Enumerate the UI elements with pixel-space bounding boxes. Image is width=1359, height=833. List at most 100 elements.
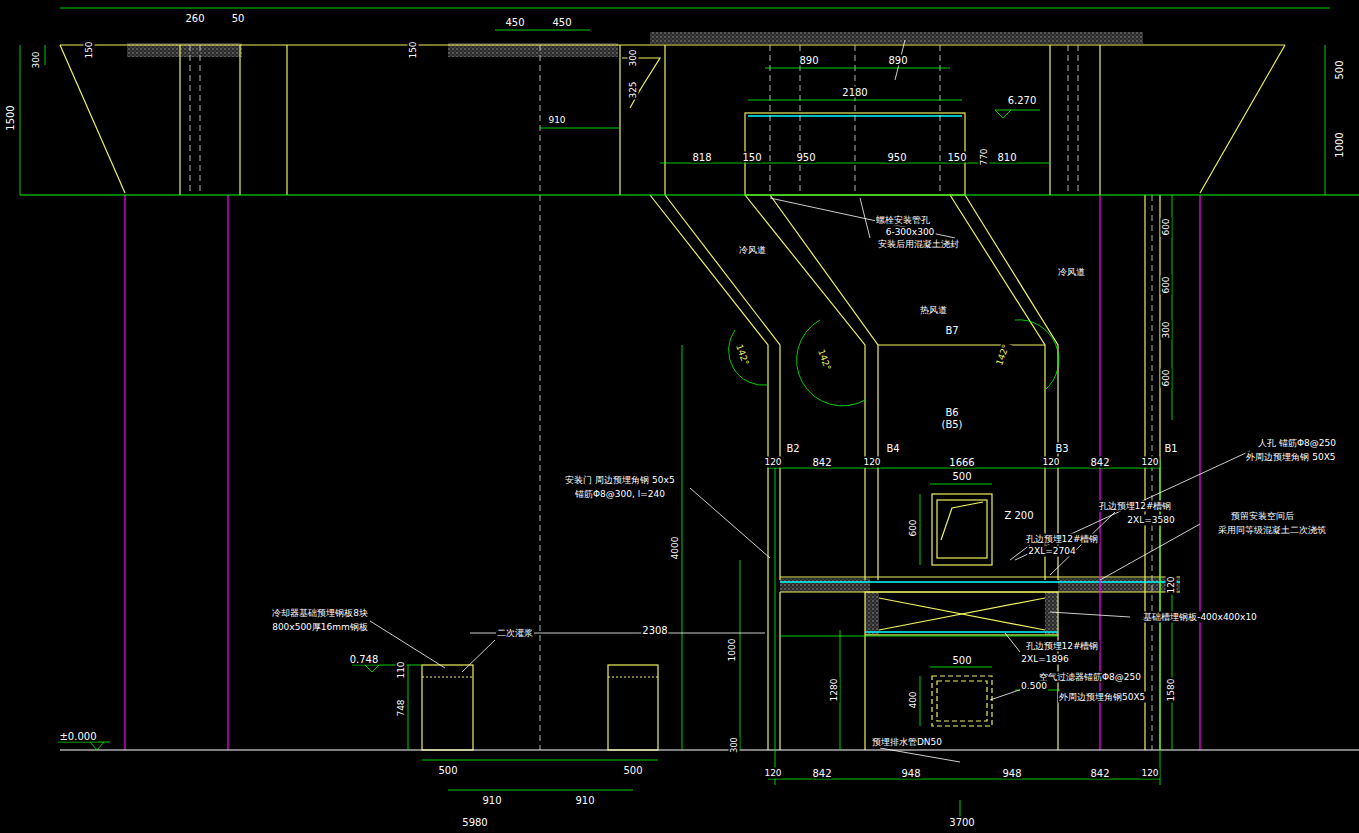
column-lines bbox=[1099, 195, 1100, 750]
drawing-label: 采用同等级混凝土二次浇筑 bbox=[1217, 525, 1327, 536]
drawing-label: 890 bbox=[798, 55, 819, 66]
structure-outline bbox=[1099, 45, 1100, 195]
drawing-label: 150 bbox=[741, 152, 762, 163]
dimension-text: 300 bbox=[729, 736, 740, 753]
structure-outline bbox=[779, 592, 780, 750]
dimension-lines bbox=[995, 110, 1011, 118]
structure-outline bbox=[608, 676, 658, 677]
dimension-lines bbox=[1172, 577, 1173, 750]
drawing-label: 150 bbox=[946, 152, 967, 163]
drawing-label: 500 bbox=[951, 471, 972, 482]
dimension-text: 1500 bbox=[5, 104, 16, 131]
structure-outline bbox=[1144, 195, 1145, 750]
drawing-label: 120 bbox=[763, 768, 782, 779]
dimension-text: 600 bbox=[1161, 275, 1172, 294]
structure-outline bbox=[941, 502, 983, 540]
drawing-label: 950 bbox=[795, 152, 816, 163]
ground-line bbox=[20, 194, 1359, 195]
dimension-lines bbox=[729, 330, 768, 385]
structure-outline bbox=[780, 576, 1180, 577]
drawing-label: 6-300x300 bbox=[885, 227, 936, 238]
structure-outline bbox=[878, 344, 1045, 345]
dimension-lines bbox=[408, 665, 409, 750]
dimension-lines bbox=[20, 8, 1330, 818]
structure-outline bbox=[1049, 45, 1050, 195]
drawing-label: 120 bbox=[1140, 457, 1159, 468]
drawing-label: 890 bbox=[887, 55, 908, 66]
dimension-text: 4000 bbox=[670, 536, 681, 561]
dimension-text: 500 bbox=[1334, 59, 1345, 80]
structure-outline bbox=[937, 681, 987, 721]
dimension-lines bbox=[930, 484, 992, 485]
drawing-label: 安装门 周边预埋角钢 50x5 bbox=[564, 475, 675, 486]
drawing-label: 948 bbox=[1001, 768, 1022, 779]
drawing-label: 预留安装空间后 bbox=[1230, 511, 1295, 522]
drawing-label: 孔边预埋12#槽钢 bbox=[1025, 534, 1100, 545]
dimension-text: 600 bbox=[1161, 217, 1172, 236]
dimension-text: 1280 bbox=[829, 678, 840, 703]
drawing-label: 预埋排水管DN50 bbox=[871, 737, 943, 748]
hidden-lines bbox=[190, 45, 191, 195]
drawing-label: 948 bbox=[900, 768, 921, 779]
drawing-label: 260 bbox=[184, 13, 205, 24]
structure-outline bbox=[879, 598, 1045, 630]
drawing-label: 人孔 锚筋Φ8@250 bbox=[1257, 438, 1337, 449]
drawing-label: B4 bbox=[885, 443, 900, 454]
dimension-lines bbox=[960, 800, 961, 818]
drawing-label: 外周边预埋角钢 50X5 bbox=[1245, 452, 1336, 463]
leader-lines bbox=[462, 640, 495, 672]
structure-outline bbox=[664, 45, 665, 195]
drawing-label: 450 bbox=[551, 17, 572, 28]
dimension-lines bbox=[448, 790, 633, 791]
structure-outline bbox=[767, 580, 768, 750]
column-lines bbox=[227, 195, 228, 750]
structure-outline bbox=[60, 45, 125, 193]
structure-outline bbox=[60, 45, 1285, 750]
concrete-hatch bbox=[127, 32, 1180, 635]
drawing-label: 810 bbox=[996, 152, 1017, 163]
drawing-label: ±0.000 bbox=[58, 731, 97, 742]
drawing-label: 基础槽埋钢板-400x400x10 bbox=[1142, 612, 1258, 623]
leader-lines bbox=[1005, 633, 1020, 652]
drawing-label: 2308 bbox=[641, 625, 668, 636]
dimension-text: 748 bbox=[396, 698, 407, 717]
dimension-lines bbox=[840, 630, 841, 750]
dimension-text: 1000 bbox=[727, 638, 738, 663]
leader-lines bbox=[370, 40, 1250, 762]
dimension-lines bbox=[90, 742, 104, 750]
dimension-lines bbox=[920, 494, 921, 565]
drawing-label: 孔边预埋12#槽钢 bbox=[1025, 641, 1100, 652]
dimension-lines bbox=[45, 45, 46, 65]
structure-outline bbox=[286, 45, 287, 195]
leader-lines bbox=[1100, 524, 1200, 580]
drawing-label: 450 bbox=[504, 17, 525, 28]
structure-outline bbox=[608, 665, 658, 750]
drawing-label: 1666 bbox=[948, 457, 975, 468]
structure-outline bbox=[422, 676, 473, 677]
dimension-lines bbox=[660, 163, 1050, 164]
concrete-hatch bbox=[865, 592, 879, 635]
dimension-lines bbox=[1172, 195, 1173, 420]
drawing-label: 2XL=2704 bbox=[1027, 546, 1076, 557]
structure-outline bbox=[937, 500, 987, 558]
drawing-label: B6 bbox=[944, 407, 959, 418]
drawing-label: 2180 bbox=[841, 87, 868, 98]
ground-line bbox=[20, 195, 1359, 750]
dimension-lines bbox=[768, 779, 1160, 780]
dimension-text: 150 bbox=[408, 40, 419, 59]
hidden-lines bbox=[855, 45, 856, 195]
concrete-hatch bbox=[1058, 578, 1180, 592]
dimension-lines bbox=[1325, 45, 1326, 195]
structure-outline bbox=[422, 665, 473, 750]
drawing-label: 外周边预埋角钢50X5 bbox=[1058, 692, 1146, 703]
dimension-text: 120 bbox=[1166, 575, 1177, 594]
structure-outline bbox=[1200, 45, 1285, 193]
dimension-text: 1580 bbox=[1166, 678, 1177, 703]
dimension-lines bbox=[352, 665, 390, 666]
dimension-lines bbox=[995, 110, 1040, 111]
structure-outline bbox=[770, 195, 878, 580]
drawing-label: 3700 bbox=[948, 817, 975, 828]
hidden-lines bbox=[540, 45, 541, 750]
structure-outline bbox=[239, 45, 240, 195]
dimension-text: 142° bbox=[994, 342, 1012, 368]
